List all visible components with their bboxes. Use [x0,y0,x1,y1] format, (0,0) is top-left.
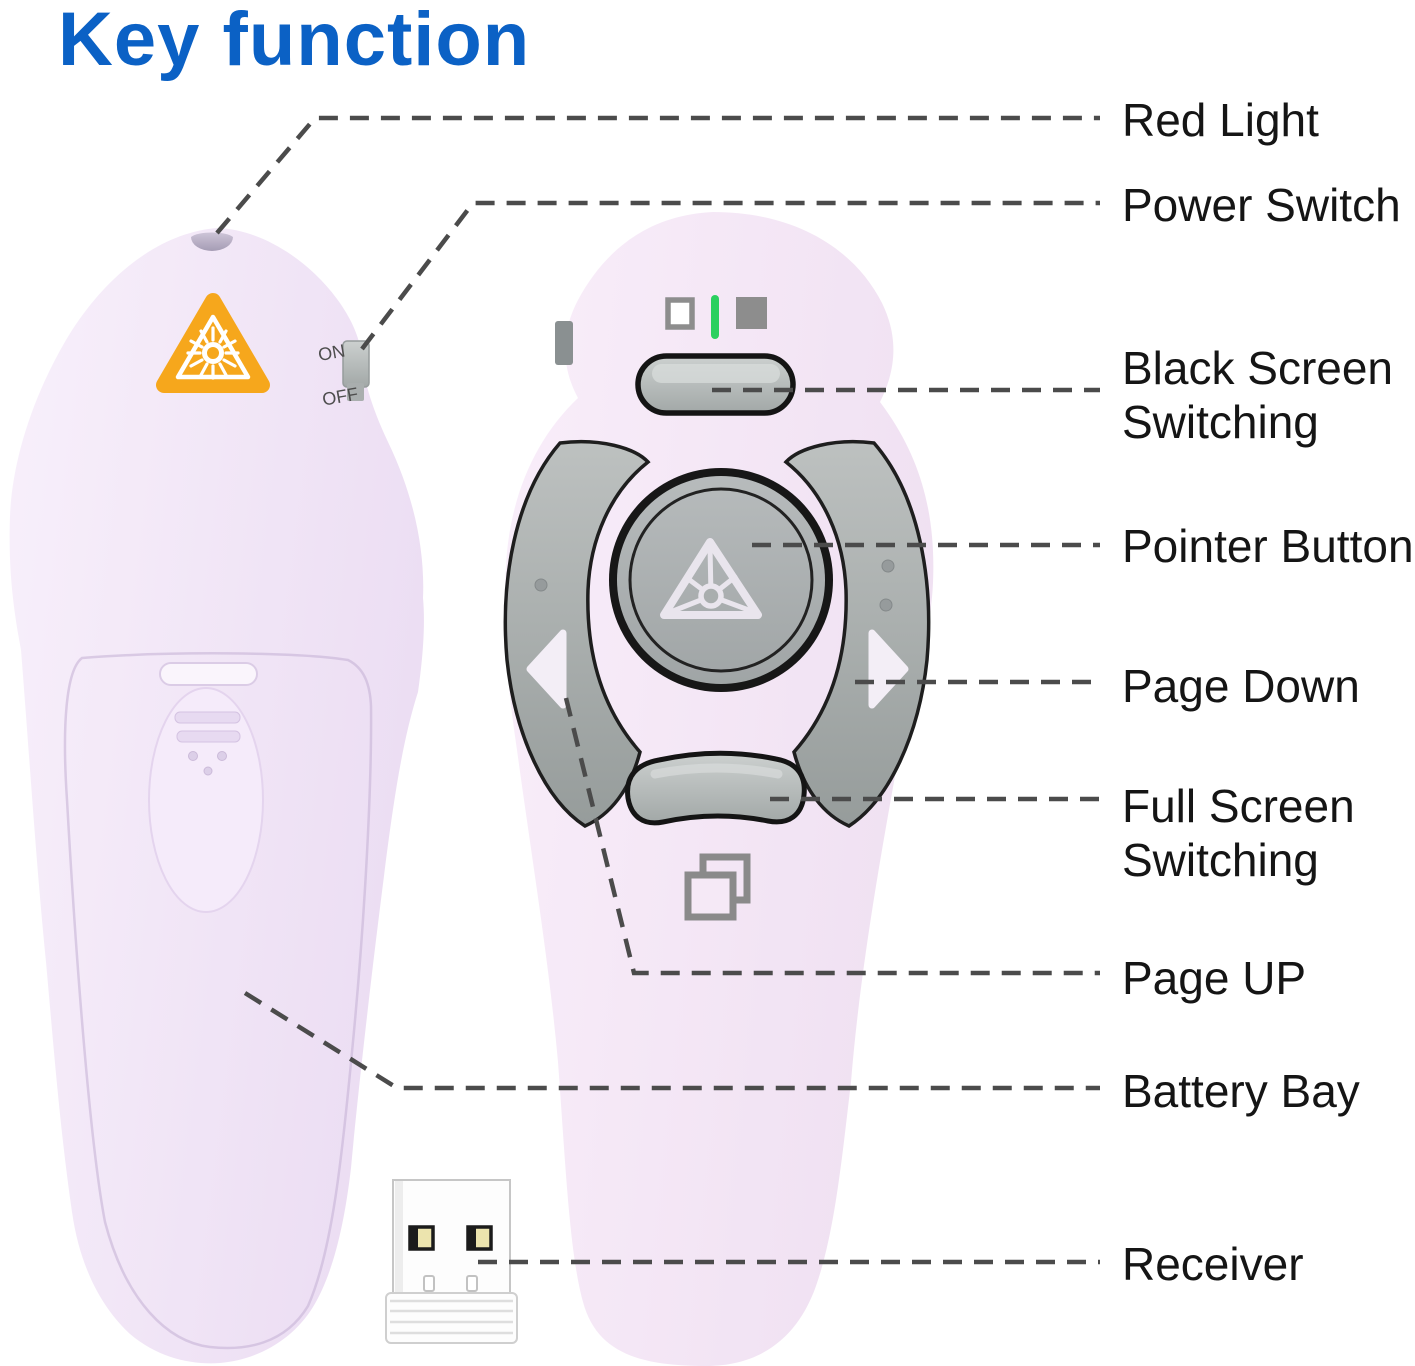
label-black-screen-switching: Black Screen Switching [1122,342,1394,448]
usb-contact-pad [466,1225,493,1251]
label-battery-bay: Battery Bay [1122,1065,1360,1117]
screen-on-indicator-icon [736,297,767,329]
connector-page-up [563,697,1100,976]
side-switch-tab [555,321,573,365]
label-page-up: Page UP [1122,952,1307,1004]
battery-cover [63,652,373,1350]
screen-off-indicator-icon [665,297,695,330]
page-down-button[interactable] [783,439,931,828]
battery-cover-latch[interactable] [159,662,258,686]
right-arrow-icon [868,629,909,709]
thumb-indent [148,687,264,913]
presenter-back-view: ON OFF [9,228,424,1364]
label-power-switch: Power Switch [1122,179,1401,231]
grip-dot [534,578,548,592]
power-switch-toggle[interactable] [342,340,370,401]
pointer-button[interactable] [609,468,833,692]
left-arrow-icon [526,629,567,709]
laser-warning-icon [156,293,270,393]
full-screen-button[interactable] [625,750,807,826]
label-page-down: Page Down [1122,660,1360,712]
connector-red-light [215,115,1100,235]
status-led [711,295,719,339]
black-screen-button[interactable] [635,353,796,416]
label-pointer-button: Pointer Button [1122,520,1414,572]
label-full-screen-switching: Full Screen Switching [1122,780,1355,886]
red-light-aperture [191,232,233,251]
connector-power-switch [360,200,1100,351]
page-up-button[interactable] [503,439,651,828]
usb-receiver [385,1179,518,1344]
overlapping-windows-icon [684,853,751,921]
presenter-front-view [503,212,934,1366]
grip-dot [881,559,895,573]
laser-beam-triangle-icon [660,538,762,619]
page-title: Key function [58,0,531,82]
grip-dot [879,598,893,612]
power-on-label: ON [317,341,347,365]
label-red-light: Red Light [1122,94,1319,146]
usb-contact-pad [408,1225,435,1251]
label-receiver: Receiver [1122,1238,1304,1290]
